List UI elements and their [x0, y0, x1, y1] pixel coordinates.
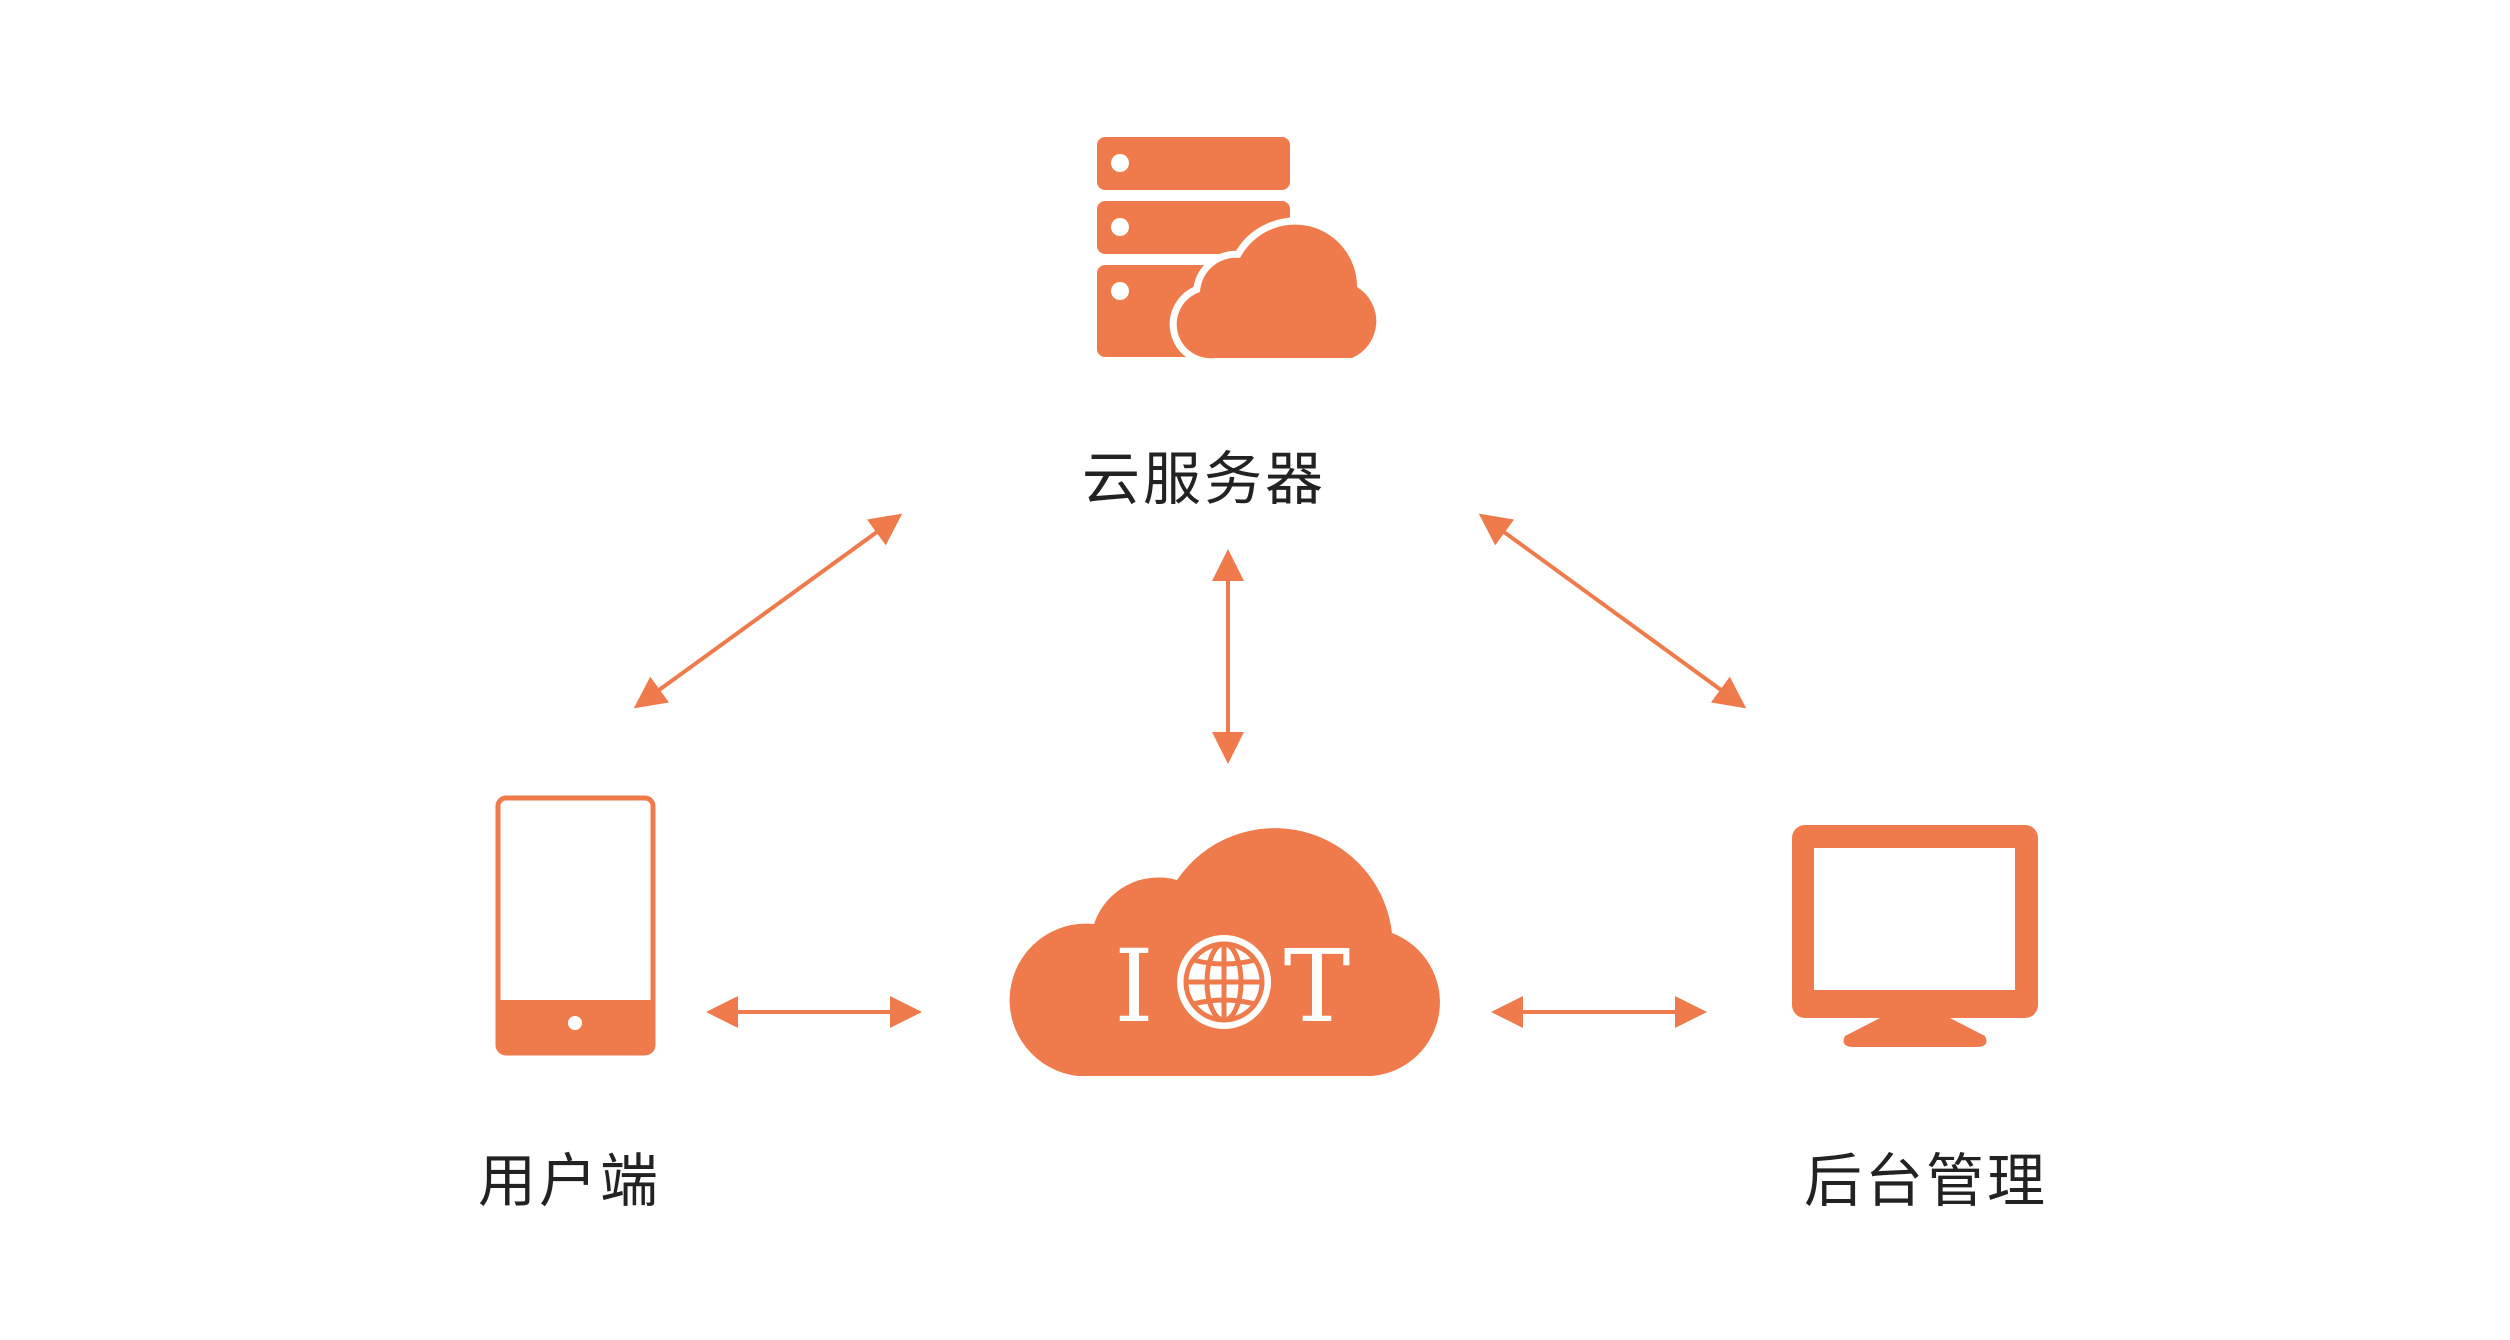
server-led-middle [1111, 218, 1129, 236]
arrow-server-user [633, 513, 903, 709]
phone-home-button [568, 1016, 582, 1030]
monitor-stand [1843, 1018, 1987, 1047]
server-cloud-icon [1097, 137, 1384, 366]
monitor-frame [1792, 825, 2038, 1018]
server-led-top [1111, 154, 1129, 172]
iot-cloud-icon: I T [1009, 828, 1440, 1076]
admin-backend-label: 后台管理 [1804, 1147, 2049, 1215]
server-led-bottom [1111, 282, 1129, 300]
desktop-monitor-icon [1792, 825, 2038, 1047]
server-label: 云服务器 [1082, 445, 1327, 513]
user-client-label: 用户端 [478, 1147, 662, 1215]
server-unit-top [1097, 137, 1290, 190]
iot-letter-t: T [1284, 928, 1351, 1045]
server-cloud-shape [1176, 224, 1377, 359]
server-unit-middle [1097, 201, 1290, 254]
connection-arrows [633, 513, 1747, 1028]
mobile-phone-icon [495, 795, 656, 1056]
globe-icon [1177, 935, 1271, 1029]
arrow-server-admin [1478, 513, 1747, 709]
iot-letter-i: I [1114, 928, 1154, 1045]
